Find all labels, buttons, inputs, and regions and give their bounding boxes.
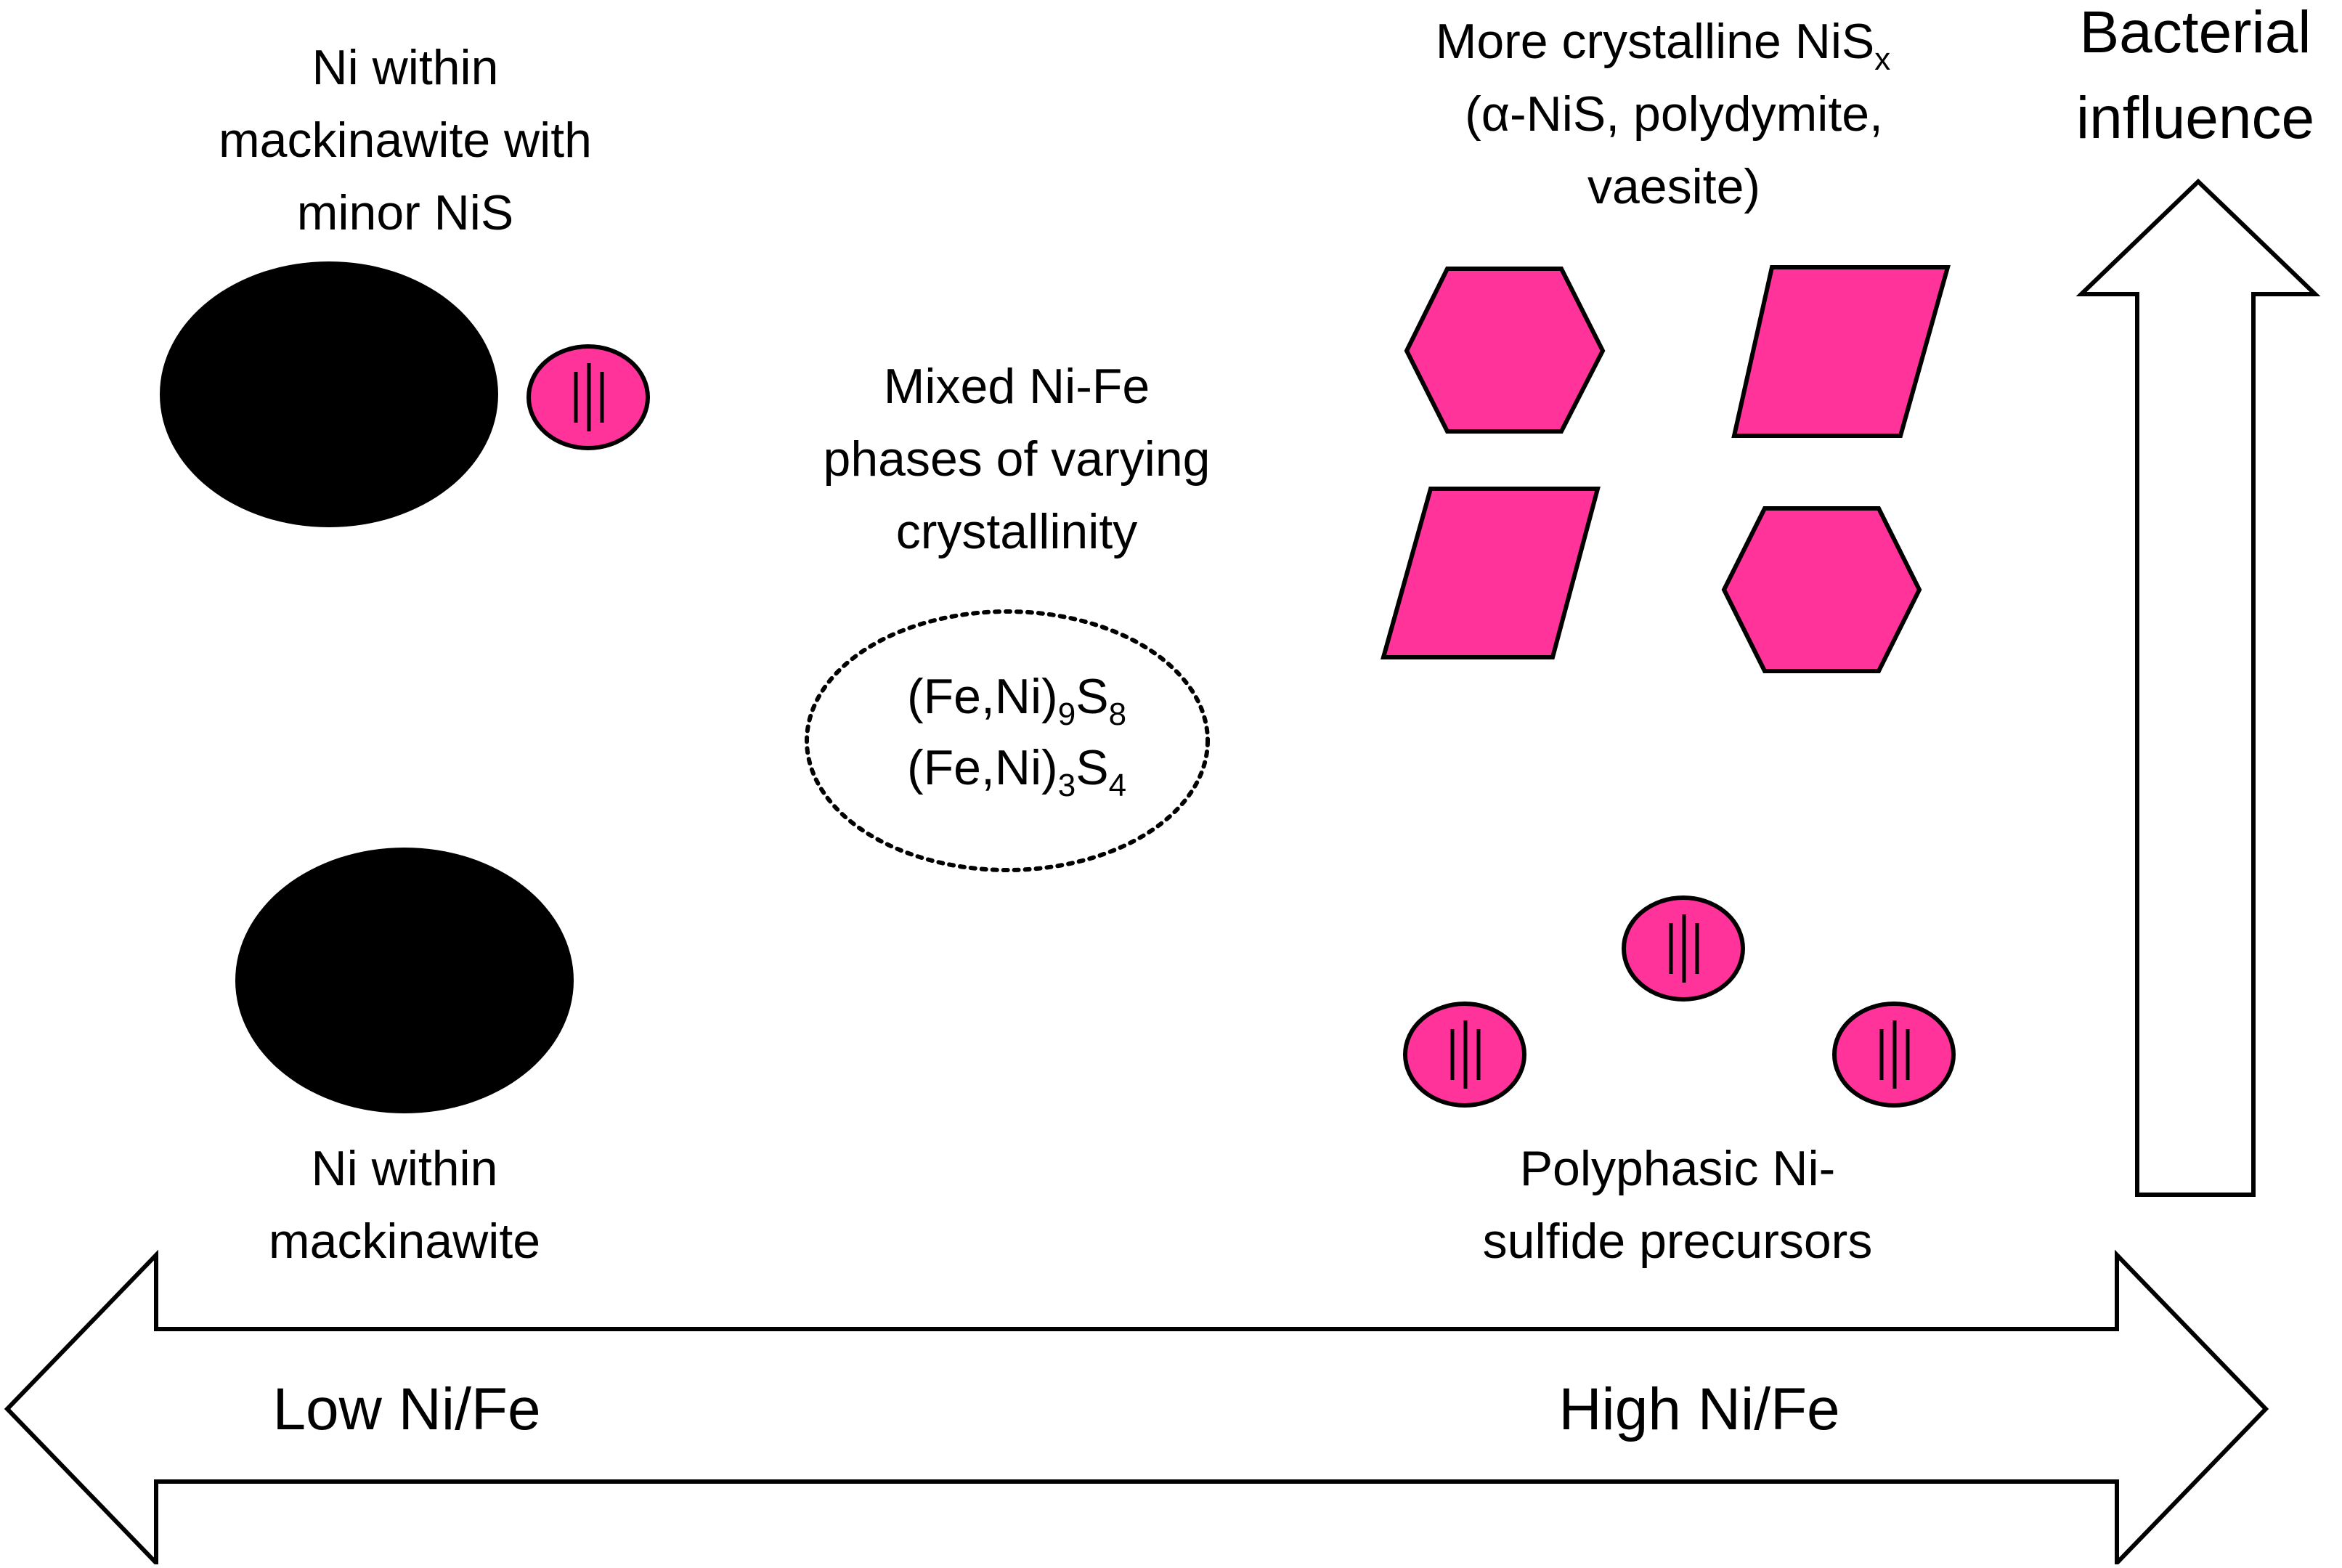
middle-label-line1: Mixed Ni-Fe — [884, 359, 1150, 414]
top-right-label-line1: More crystalline NiSx — [1436, 14, 1891, 77]
nis-precursor-particle-icon — [1832, 1002, 1956, 1108]
top-left-label-line2: mackinawite with — [219, 113, 592, 168]
bottom-right-label-line1: Polyphasic Ni- — [1520, 1141, 1836, 1196]
low-ni-fe-label: Low Ni/Fe — [272, 1376, 540, 1442]
nis-precursor-particle-icon — [1622, 895, 1745, 1002]
top-right-label-line3: vaesite) — [1587, 159, 1760, 214]
bacterial-influence-label-line2: influence — [2076, 85, 2314, 151]
nis-precursor-particle-icon — [1403, 1002, 1526, 1108]
bacterial-influence-label-line1: Bacterial — [2079, 0, 2311, 65]
hexagon-crystal-icon — [1404, 267, 1606, 434]
mixed-phase-dotted-ellipse-icon — [805, 609, 1210, 872]
mackinawite-particle-icon — [160, 261, 498, 527]
parallelogram-crystal-icon — [1381, 487, 1601, 659]
formula-fe-ni-9-s-8: (Fe,Ni)9S8 — [907, 669, 1126, 732]
high-ni-fe-label: High Ni/Fe — [1558, 1376, 1839, 1442]
top-right-label-line2: (α-NiS, polydymite, — [1465, 86, 1883, 142]
middle-label-line3: crystallinity — [896, 504, 1138, 559]
nis-precursor-particle-icon — [526, 344, 650, 450]
ni-fe-double-arrow-icon — [4, 1249, 2269, 1568]
mackinawite-particle-icon — [235, 848, 574, 1113]
top-left-label-line3: minor NiS — [297, 185, 514, 240]
bottom-left-label-line2: mackinawite — [269, 1214, 540, 1269]
bottom-left-label-line1: Ni within — [312, 1141, 498, 1196]
bacterial-influence-up-arrow-icon — [2075, 178, 2321, 1197]
middle-label-line2: phases of varying — [824, 431, 1211, 487]
top-left-label-line1: Ni within — [312, 40, 499, 95]
parallelogram-crystal-icon — [1731, 265, 1951, 438]
formula-fe-ni-3-s-4: (Fe,Ni)3S4 — [907, 740, 1126, 803]
hexagon-crystal-icon — [1721, 506, 1922, 673]
bottom-right-label-line2: sulfide precursors — [1483, 1214, 1873, 1269]
